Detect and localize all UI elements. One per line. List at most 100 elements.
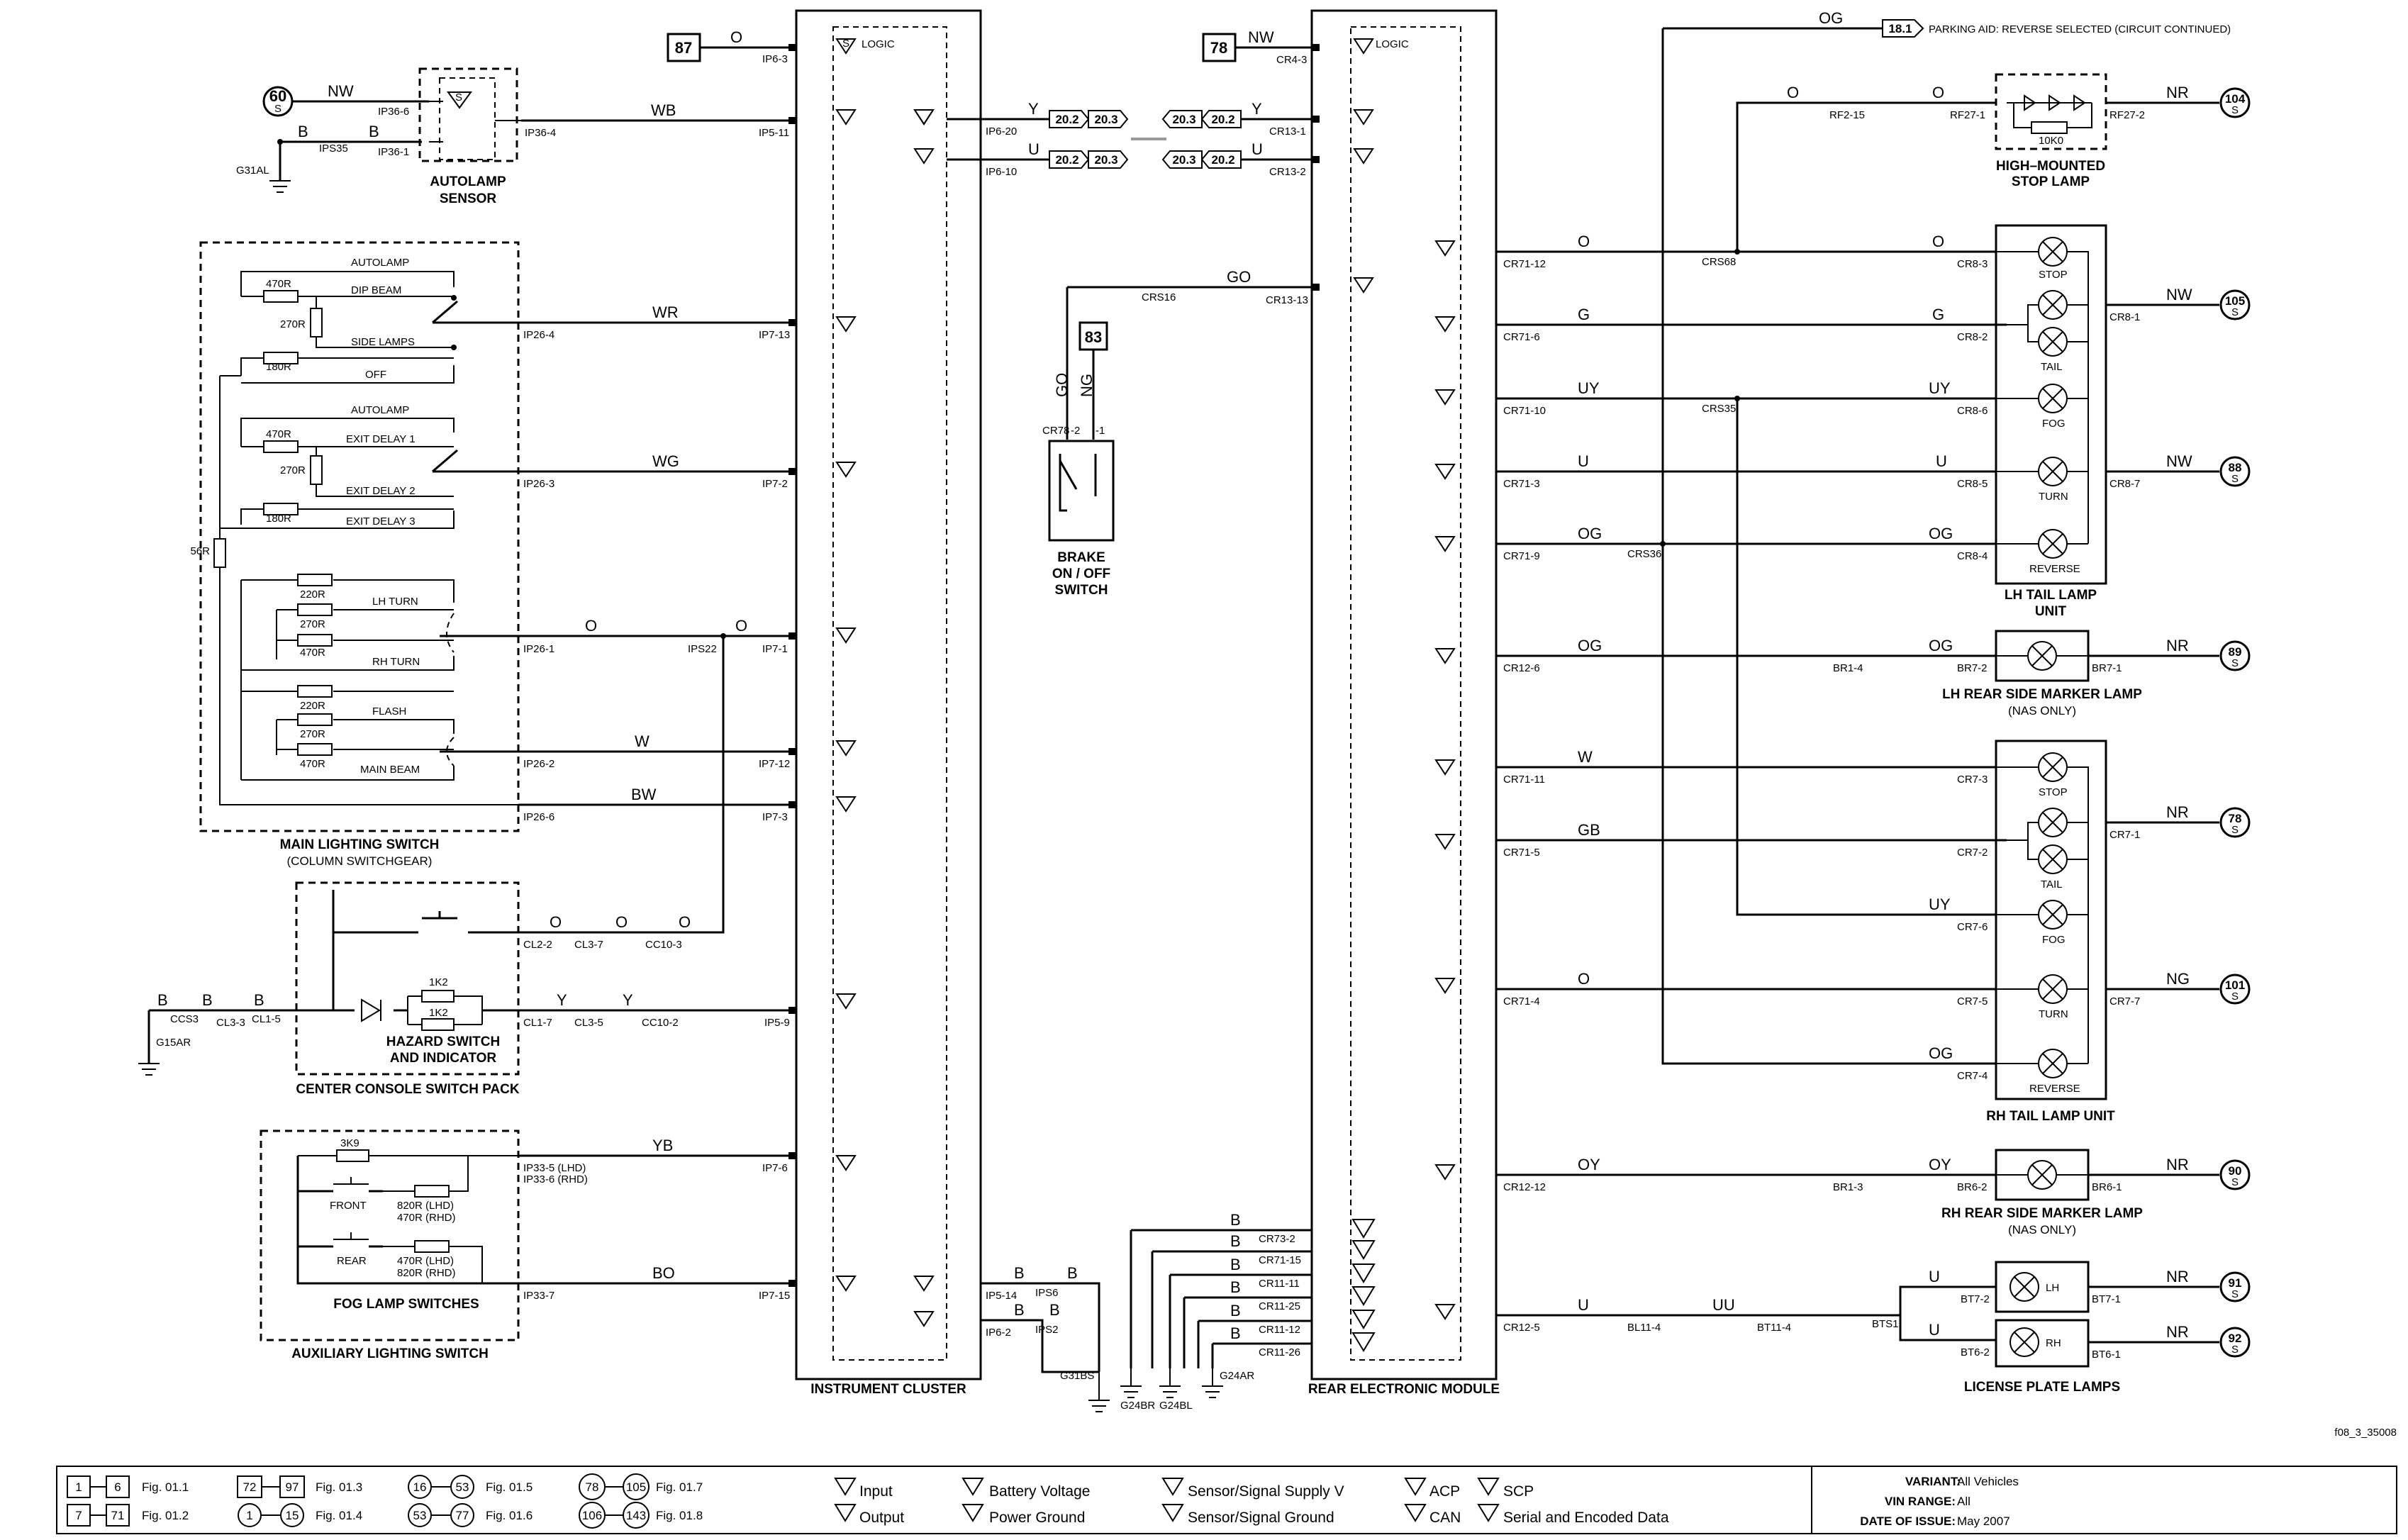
svg-text:O: O — [1932, 233, 1944, 250]
svg-text:Battery Voltage: Battery Voltage — [989, 1483, 1090, 1500]
svg-text:CENTER CONSOLE SWITCH PACK: CENTER CONSOLE SWITCH PACK — [296, 1082, 520, 1097]
svg-text:820R (LHD): 820R (LHD) — [397, 1200, 454, 1212]
scp-link: IP6-20 IP6-10 Y U 20.2 20.3 20.2 20.3 20… — [913, 100, 1320, 178]
svg-text:IP7-15: IP7-15 — [759, 1290, 790, 1302]
svg-text:1K2: 1K2 — [429, 1007, 448, 1019]
svg-text:CR71-3: CR71-3 — [1503, 478, 1540, 490]
svg-text:STOP: STOP — [2039, 786, 2068, 798]
svg-text:CR13-13: CR13-13 — [1266, 294, 1308, 306]
svg-text:20.2: 20.2 — [1211, 153, 1234, 167]
center-console-switch-pack: CENTER CONSOLE SWITCH PACK 1K2 1K2 HAZAR… — [295, 881, 520, 1097]
svg-text:NW: NW — [2166, 286, 2192, 303]
legend: 1 6 Fig. 01.1 7 71 Fig. 01.2 72 97 Fig. … — [56, 1466, 2397, 1534]
svg-text:CL3-7: CL3-7 — [574, 939, 603, 951]
svg-text:92: 92 — [2229, 1332, 2242, 1345]
svg-text:NW: NW — [328, 82, 354, 100]
svg-text:U: U — [1929, 1268, 1940, 1285]
svg-text:IP7-6: IP7-6 — [762, 1162, 788, 1174]
svg-text:AUTOLAMP: AUTOLAMP — [351, 257, 409, 269]
svg-text:NG: NG — [1078, 374, 1096, 397]
svg-text:S: S — [842, 38, 849, 50]
svg-text:78: 78 — [2229, 812, 2242, 825]
svg-text:CR12-6: CR12-6 — [1503, 662, 1540, 674]
svg-text:53: 53 — [413, 1509, 427, 1522]
svg-text:SCP: SCP — [1503, 1483, 1534, 1500]
svg-text:HAZARD SWITCH: HAZARD SWITCH — [386, 1034, 500, 1049]
svg-text:(NAS ONLY): (NAS ONLY) — [2008, 704, 2076, 718]
lh-tail-wires: O O CR71-12 CRS68 CR8-3 G G CR71-6 CR8-2… — [1496, 233, 2007, 916]
svg-text:CR8-7: CR8-7 — [2109, 478, 2140, 490]
svg-text:270R: 270R — [300, 728, 325, 740]
svg-text:20.2: 20.2 — [1055, 153, 1078, 167]
main-lighting-wires: WR IP26-4 IP7-13 WG IP26-3 IP7-2 O O IP2… — [518, 303, 796, 934]
svg-text:EXIT DELAY 2: EXIT DELAY 2 — [346, 485, 416, 497]
svg-text:O: O — [1787, 84, 1799, 101]
svg-text:RH TURN: RH TURN — [372, 656, 420, 668]
svg-text:20.3: 20.3 — [1172, 113, 1195, 126]
svg-text:SENSOR: SENSOR — [440, 191, 497, 206]
svg-text:B: B — [157, 991, 168, 1009]
svg-text:CR4-3: CR4-3 — [1276, 54, 1307, 66]
license-plate-lamps: U UU U U CR12-5 BL11-4 BT11-4 BTS1 BT7-2… — [1496, 1261, 2219, 1395]
high-mounted-stop-lamp: O O RF2-15 RF27-1 10K0 HIGH–MOUNTED STOP… — [1736, 73, 2219, 252]
svg-text:Fig. 01.7: Fig. 01.7 — [656, 1480, 703, 1494]
svg-text:S: S — [2231, 824, 2239, 836]
svg-text:CRS16: CRS16 — [1142, 291, 1176, 303]
svg-text:G15AR: G15AR — [156, 1037, 191, 1049]
lh-tail-lamp-unit: LH TAIL LAMP UNIT STOP TAIL FOG TURN REV… — [1995, 224, 2219, 619]
svg-text:OG: OG — [1929, 637, 1953, 654]
svg-text:Sensor/Signal Ground: Sensor/Signal Ground — [1188, 1510, 1334, 1526]
svg-text:U: U — [1252, 140, 1263, 158]
svg-text:60: 60 — [269, 87, 286, 105]
ic-ground-wires: B B B B IP5-14 IPS6 IP6-2 IPS2 G31BS — [981, 1264, 1110, 1412]
figure-id: f08_3_35008 — [2334, 1427, 2397, 1439]
svg-text:BT11-4: BT11-4 — [1757, 1322, 1791, 1334]
svg-text:U: U — [1028, 140, 1039, 158]
svg-text:CL3-3: CL3-3 — [216, 1017, 245, 1029]
svg-text:Fig. 01.3: Fig. 01.3 — [316, 1480, 362, 1494]
svg-text:CR12-5: CR12-5 — [1503, 1322, 1540, 1334]
svg-text:FOG: FOG — [2042, 934, 2066, 946]
svg-text:RF27-1: RF27-1 — [1950, 109, 1985, 121]
svg-text:MAIN BEAM: MAIN BEAM — [360, 764, 420, 776]
svg-text:UU: UU — [1712, 1296, 1735, 1314]
svg-text:IP7-2: IP7-2 — [762, 478, 788, 490]
svg-text:REVERSE: REVERSE — [2029, 563, 2080, 575]
svg-text:EXIT DELAY 1: EXIT DELAY 1 — [346, 433, 416, 445]
svg-text:LH REAR SIDE MARKER LAMP: LH REAR SIDE MARKER LAMP — [1942, 687, 2142, 702]
rem-ground-wires: B B B B B B CR73-2 CR71-15 CR11-11 CR11-… — [1120, 1211, 1312, 1412]
svg-text:IPS6: IPS6 — [1035, 1287, 1059, 1299]
svg-text:WR: WR — [652, 303, 679, 321]
svg-text:TURN: TURN — [2039, 1008, 2068, 1020]
svg-text:Fig. 01.1: Fig. 01.1 — [142, 1480, 189, 1494]
svg-text:820R (RHD): 820R (RHD) — [397, 1267, 456, 1279]
svg-text:Y: Y — [557, 991, 567, 1009]
svg-text:CCS3: CCS3 — [170, 1013, 199, 1025]
svg-text:O: O — [730, 28, 742, 46]
svg-text:OG: OG — [1819, 9, 1843, 27]
svg-text:NR: NR — [2166, 84, 2189, 101]
svg-text:Y: Y — [1252, 100, 1262, 118]
svg-text:CR8-4: CR8-4 — [1957, 550, 1988, 562]
rh-rear-side-marker: OY OY CR12-12 BR1-3 BR6-2 BR6-1 NR RH RE… — [1496, 1149, 2219, 1237]
svg-text:IPS35: IPS35 — [319, 143, 348, 155]
svg-text:IP7-3: IP7-3 — [762, 811, 788, 823]
svg-text:20.3: 20.3 — [1094, 153, 1117, 167]
svg-text:BR6-2: BR6-2 — [1957, 1181, 1988, 1193]
svg-text:IP26-2: IP26-2 — [523, 758, 554, 770]
svg-text:Sensor/Signal Supply V: Sensor/Signal Supply V — [1188, 1483, 1344, 1500]
svg-text:88: 88 — [2229, 461, 2242, 474]
svg-text:CR7-1: CR7-1 — [2109, 829, 2140, 841]
main-lighting-switch: MAIN LIGHTING SWITCH (COLUMN SWITCHGEAR)… — [190, 241, 520, 868]
svg-text:270R: 270R — [280, 318, 306, 330]
svg-text:CR7-2: CR7-2 — [1957, 847, 1988, 859]
svg-text:B: B — [298, 123, 308, 140]
svg-text:IPS22: IPS22 — [688, 643, 717, 655]
rem-output-icons — [1434, 240, 1456, 1320]
svg-text:B: B — [1014, 1301, 1025, 1319]
svg-text:Input: Input — [859, 1483, 893, 1500]
svg-text:B: B — [202, 991, 213, 1009]
svg-text:CC10-2: CC10-2 — [642, 1017, 679, 1029]
instrument-cluster-label: INSTRUMENT CLUSTER — [810, 1382, 966, 1397]
svg-text:NR: NR — [2166, 1323, 2189, 1341]
